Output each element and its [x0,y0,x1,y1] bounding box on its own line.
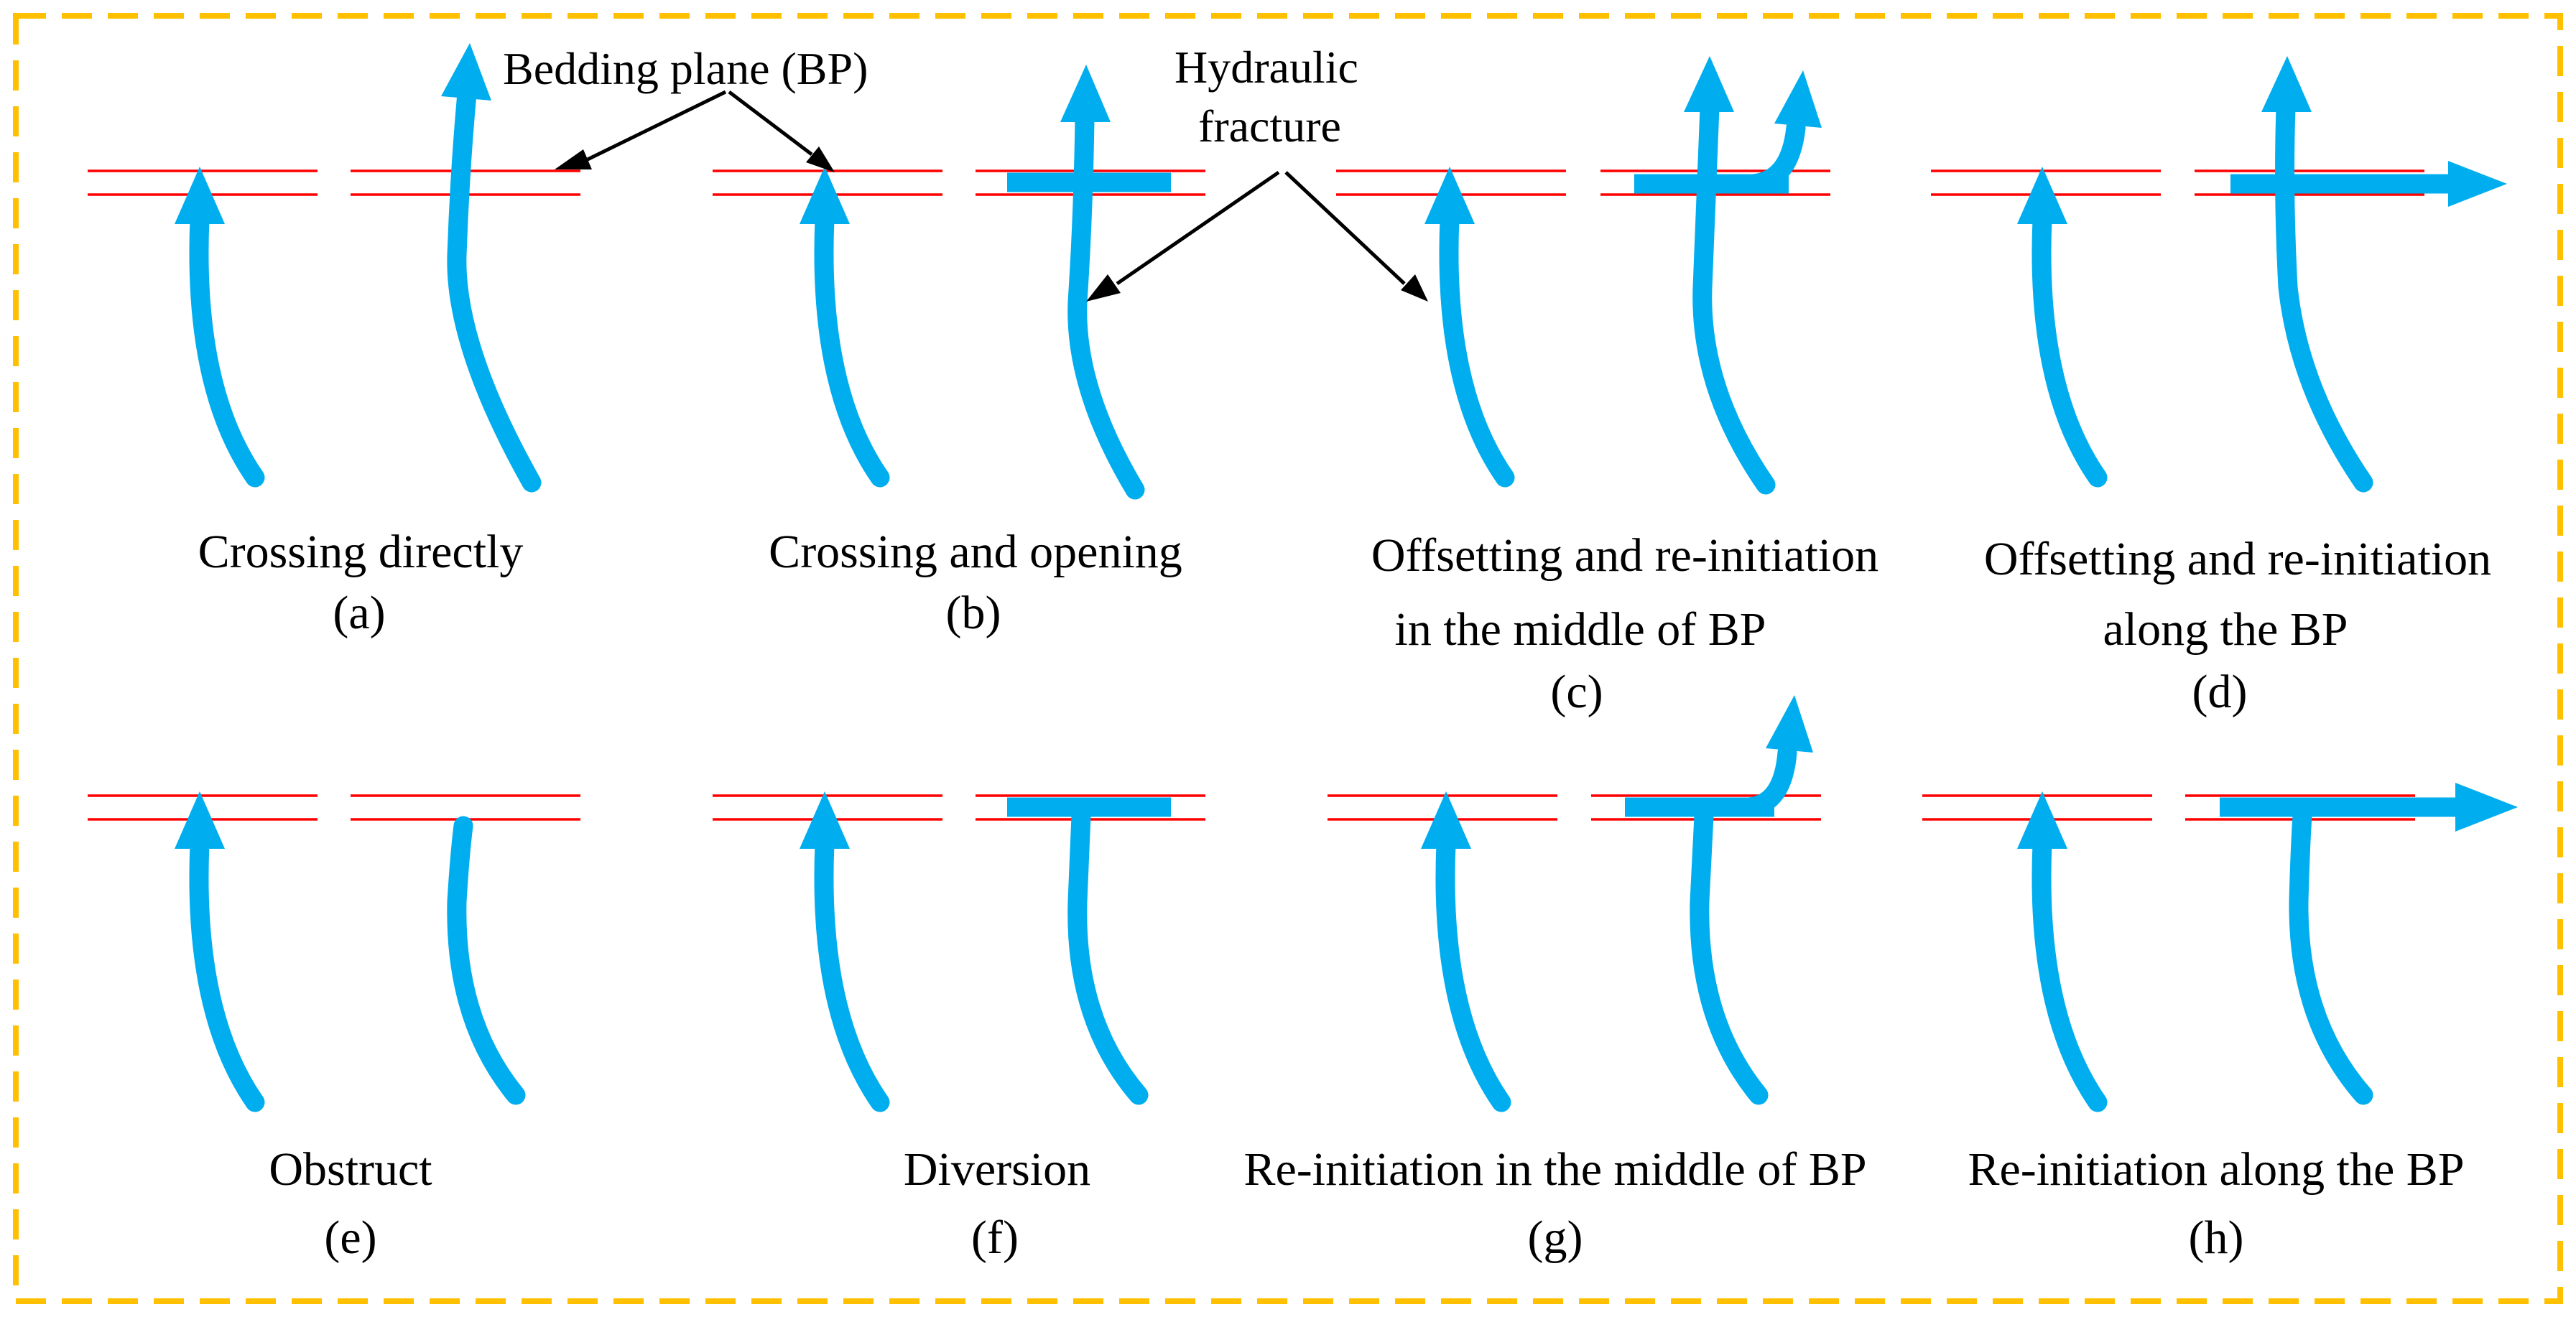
caption-d: Offsetting and re-initiation along the B… [1984,533,2491,718]
caption-a-text: Crossing directly [198,526,524,578]
caption-h-text: Re-initiation along the BP [1968,1143,2464,1196]
caption-b: Crossing and opening (b) [769,526,1182,639]
caption-d-text-2: along the BP [2103,603,2348,656]
hydraulic-fracture-approaching [2017,791,2098,1102]
caption-f-label: (f) [971,1211,1019,1264]
panel-c [1335,56,1832,495]
caption-b-text: Crossing and opening [769,526,1182,578]
caption-c-text-1: Offsetting and re-initiation [1371,529,1878,582]
caption-g-text: Re-initiation in the middle of BP [1243,1143,1866,1196]
caption-g: Re-initiation in the middle of BP (g) [1243,1143,1866,1264]
caption-e: Obstruct (e) [269,1143,432,1264]
caption-a-label: (a) [333,587,385,639]
hydraulic-fracture-approaching [2017,167,2098,478]
bedding-plane-lines [349,794,582,821]
caption-d-text-1: Offsetting and re-initiation [1984,533,2491,585]
hydraulic-fracture-approaching [1421,791,1501,1102]
caption-a: Crossing directly (a) [198,526,524,639]
bedding-plane-label: Bedding plane (BP) [503,43,868,94]
hydraulic-fracture-approaching [800,167,880,478]
caption-c: Offsetting and re-initiation in the midd… [1371,529,1878,718]
hydraulic-fracture-label-line1: Hydraulic [1175,42,1358,93]
bedding-plane-annotation: Bedding plane (BP) [503,43,868,172]
figure-frame [13,13,2563,1304]
hydraulic-fracture-approaching [175,167,255,478]
hydraulic-fracture-reinitiated-middle [1625,695,1813,1105]
hydraulic-fracture-obstructed [447,816,526,1105]
caption-b-label: (b) [946,587,1001,639]
hydraulic-fracture-approaching [175,791,255,1102]
caption-d-label: (d) [2192,666,2248,718]
caption-g-label: (g) [1528,1211,1583,1264]
hydraulic-fracture-label-line2: fracture [1198,101,1341,152]
hydraulic-fracture-crossing-opening [1007,65,1171,500]
caption-h: Re-initiation along the BP (h) [1968,1143,2464,1264]
hydraulic-fracture-crossing [441,43,542,493]
caption-e-text: Obstruct [269,1143,432,1196]
panel-b [711,65,1207,500]
panel-h [1921,783,2518,1105]
hydraulic-fracture-offset-middle [1634,56,1822,495]
panel-f [711,791,1207,1105]
panel-g [1326,695,1822,1105]
caption-h-label: (h) [2189,1211,2244,1264]
hydraulic-fracture-annotation: Hydraulic fracture [1086,42,1428,302]
hydraulic-fracture-approaching [800,791,880,1102]
caption-e-label: (e) [324,1211,376,1264]
hydraulic-fracture-offset-along [2230,56,2507,493]
caption-c-text-2: in the middle of BP [1395,603,1766,656]
caption-c-label: (c) [1550,666,1603,718]
panel-a [86,43,582,493]
hydraulic-fracture-diverted [1007,797,1171,1105]
caption-f-text: Diversion [904,1143,1090,1196]
hydraulic-fracture-reinitiated-along [2220,783,2518,1105]
panel-d [1929,56,2507,493]
caption-f: Diversion (f) [904,1143,1090,1264]
panel-e [86,791,582,1105]
hydraulic-fracture-approaching [1424,167,1505,478]
